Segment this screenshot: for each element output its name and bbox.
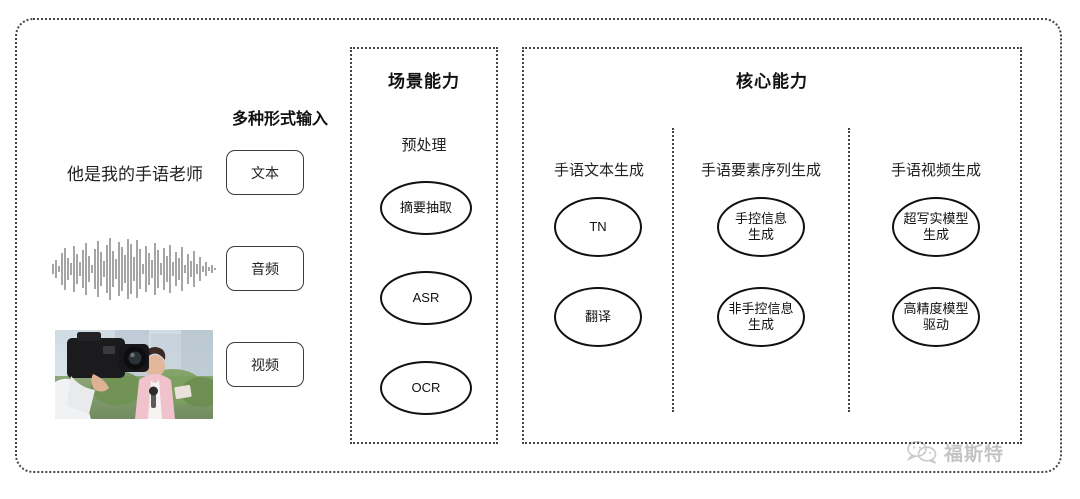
core-column-divider-2 (848, 128, 850, 412)
core-node-hyperrealistic-model-generation-label-line1: 超写实模型 (903, 211, 969, 227)
core-node-non-manual-feature-generation[interactable]: 非手控信息 生成 (717, 287, 805, 347)
wechat-bubbles-icon (906, 441, 937, 464)
core-node-tn[interactable]: TN (554, 197, 642, 257)
input-section-heading: 多种形式输入 (231, 111, 328, 128)
core-node-hyperrealistic-model-generation-label-line2: 生成 (922, 227, 949, 242)
core-column-sign-element-sequence-generation: 手语要素序列生成 手控信息 生成 非手控信息 生成 (674, 49, 848, 442)
core-panel-title: 核心能力 (736, 72, 808, 91)
core-column-divider-1 (672, 128, 674, 412)
core-node-manual-feature-generation-label-line2: 生成 (747, 227, 774, 242)
core-node-translation-label: 翻译 (584, 309, 611, 325)
core-capability-panel: 核心能力 手语文本生成 TN 翻译 手语要素序列生成 手控信息 生成 非手控信息 (522, 47, 1022, 444)
input-sample-text: 他是我的手语老师 (67, 165, 203, 184)
input-modality-text-label: 文本 (251, 164, 279, 181)
input-modality-text-button[interactable]: 文本 (226, 150, 304, 195)
input-modality-video-label: 视频 (251, 356, 279, 373)
core-node-high-precision-model-driving-label-line1: 高精度模型 (903, 301, 969, 317)
core-node-non-manual-feature-generation-label-line2: 生成 (747, 317, 774, 332)
scene-node-asr[interactable]: ASR (380, 271, 472, 325)
scene-node-summary-extraction[interactable]: 摘要抽取 (380, 181, 472, 235)
core-node-translation[interactable]: 翻译 (554, 287, 642, 347)
core-column-sign-text-generation: 手语文本生成 TN 翻译 (526, 49, 672, 442)
waveform-icon (52, 238, 216, 300)
core-node-non-manual-feature-generation-label-line1: 非手控信息 (728, 301, 794, 317)
scene-node-asr-label: ASR (412, 290, 440, 306)
input-section: 多种形式输入 他是我的手语老师 (30, 40, 330, 460)
core-node-high-precision-model-driving-label-line2: 驱动 (922, 317, 949, 332)
diagram-outer-frame (15, 18, 1062, 473)
watermark-text: 福斯特 (944, 443, 1005, 465)
video-thumbnail-icon (55, 330, 213, 419)
core-node-hyperrealistic-model-generation[interactable]: 超写实模型 生成 (892, 197, 980, 257)
core-node-high-precision-model-driving[interactable]: 高精度模型 驱动 (892, 287, 980, 347)
core-column-3-header: 手语视频生成 (890, 162, 981, 179)
input-modality-audio-label: 音频 (251, 260, 279, 277)
input-modality-audio-button[interactable]: 音频 (226, 246, 304, 291)
input-modality-video-button[interactable]: 视频 (226, 342, 304, 387)
watermark: 福斯特 (905, 432, 1045, 472)
scene-node-ocr-label: OCR (411, 380, 441, 396)
core-column-sign-video-generation: 手语视频生成 超写实模型 生成 高精度模型 驱动 (850, 49, 1022, 442)
core-column-2-header: 手语要素序列生成 (700, 162, 821, 179)
scene-panel-subtitle: 预处理 (401, 137, 447, 154)
core-node-manual-feature-generation[interactable]: 手控信息 生成 (717, 197, 805, 257)
scene-capability-panel: 场景能力 预处理 摘要抽取 ASR OCR (350, 47, 498, 444)
core-node-manual-feature-generation-label-line1: 手控信息 (734, 211, 787, 227)
scene-node-summary-extraction-label: 摘要抽取 (399, 200, 452, 216)
scene-panel-title: 场景能力 (388, 72, 460, 91)
scene-node-ocr[interactable]: OCR (380, 361, 472, 415)
core-column-1-header: 手语文本生成 (553, 162, 644, 179)
core-node-tn-label: TN (589, 219, 607, 235)
